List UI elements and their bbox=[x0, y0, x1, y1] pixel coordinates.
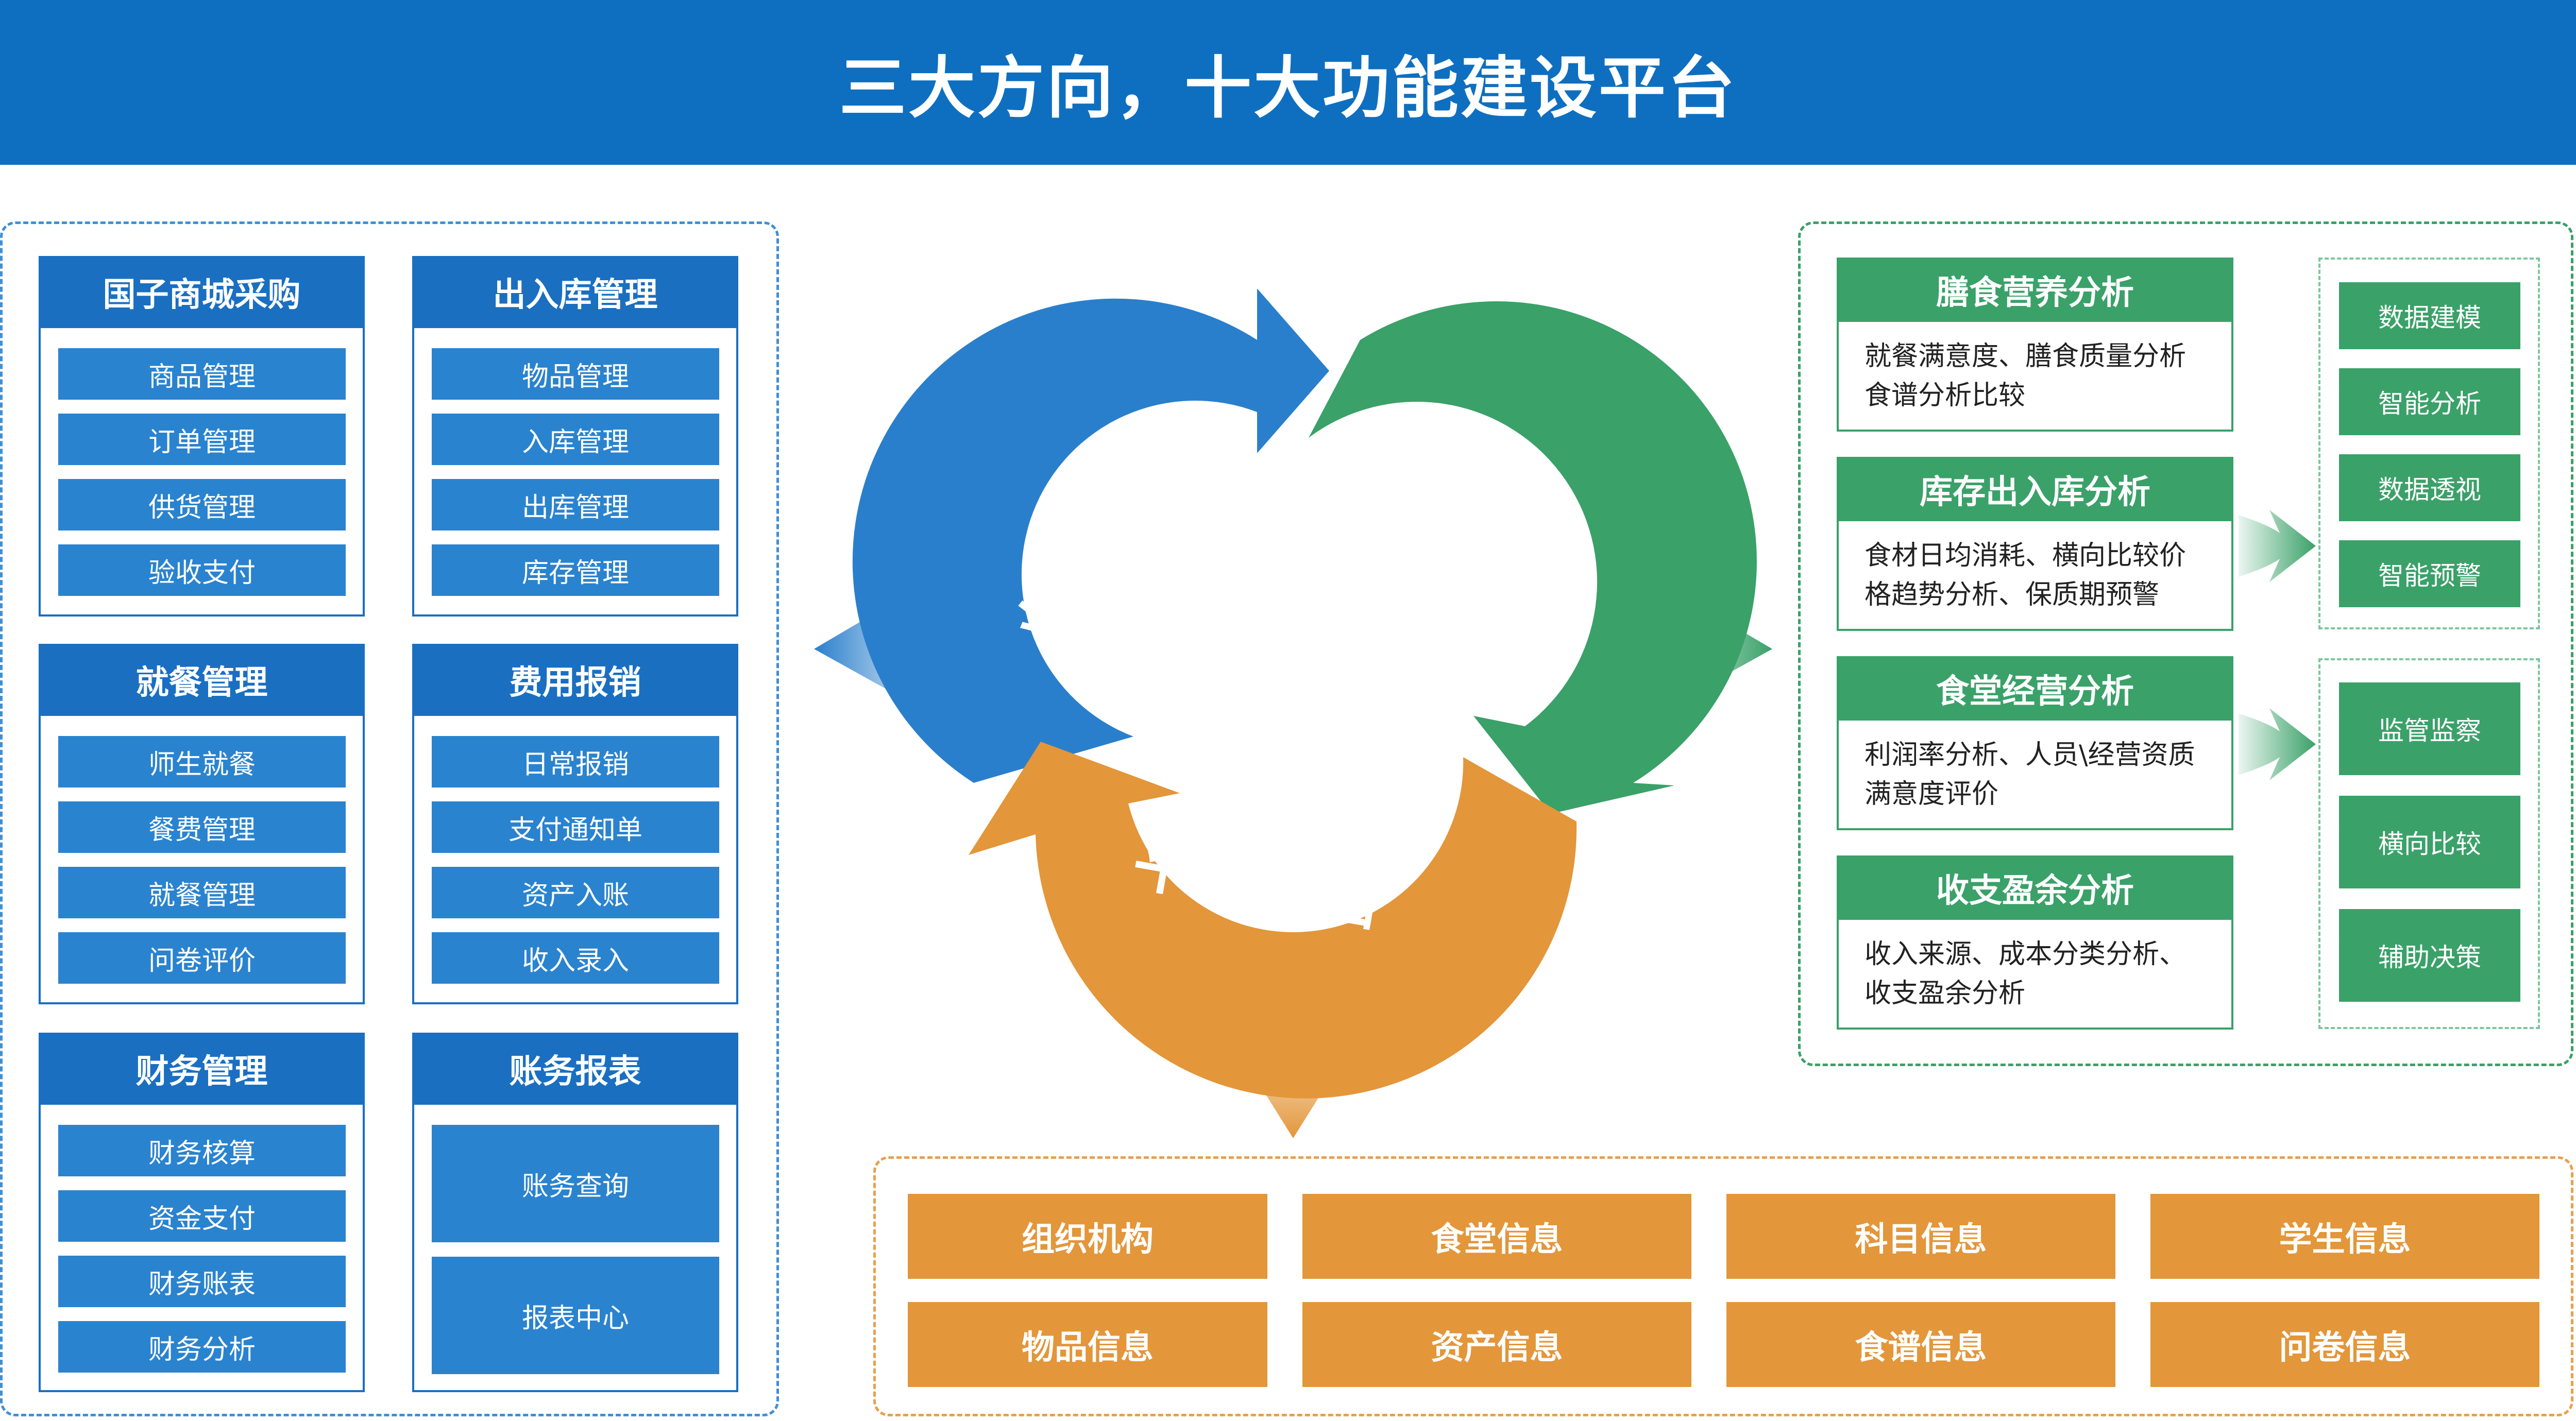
foundation-item[interactable]: 资产信息 bbox=[1302, 1302, 1691, 1387]
analysis-panel bbox=[1798, 221, 2573, 1066]
foundation-item[interactable]: 食堂信息 bbox=[1302, 1194, 1691, 1279]
decision-item[interactable]: 监管监察 bbox=[2339, 682, 2520, 775]
analysis-title: 膳食营养分析 bbox=[1837, 258, 2233, 322]
analysis-card: 库存出入库分析 食材日均消耗、横向比较价 格趋势分析、保质期预警 bbox=[1837, 457, 2233, 631]
module-finance: 财务管理 财务核算 资金支付 财务账表 财务分析 bbox=[39, 1033, 365, 1392]
module-title: 账务报表 bbox=[412, 1033, 738, 1105]
module-item[interactable]: 资产入账 bbox=[432, 867, 719, 918]
analysis-description: 食材日均消耗、横向比较价 格趋势分析、保质期预警 bbox=[1839, 536, 2235, 614]
analysis-line: 就餐满意度、膳食质量分析 bbox=[1865, 341, 2187, 372]
foundation-item[interactable]: 学生信息 bbox=[2150, 1194, 2539, 1279]
arrow-right-icon bbox=[2239, 510, 2316, 582]
analysis-card: 收支盈余分析 收入来源、成本分类分析、 收支盈余分析 bbox=[1837, 855, 2233, 1030]
module-warehouse: 出入库管理 物品管理 入库管理 出库管理 库存管理 bbox=[412, 256, 738, 617]
analysis-line: 利润率分析、人员\经营资质 bbox=[1865, 740, 2195, 771]
module-title: 财务管理 bbox=[39, 1033, 365, 1105]
analysis-line: 食材日均消耗、横向比较价 bbox=[1865, 540, 2187, 571]
cycle-segment-business bbox=[852, 288, 1329, 783]
module-item[interactable]: 供货管理 bbox=[58, 479, 346, 530]
module-item[interactable]: 师生就餐 bbox=[58, 736, 346, 787]
module-item[interactable]: 日常报销 bbox=[432, 736, 719, 787]
module-item[interactable]: 财务账表 bbox=[58, 1256, 346, 1307]
module-title: 费用报销 bbox=[412, 644, 738, 716]
foundation-item[interactable]: 组织机构 bbox=[908, 1194, 1267, 1279]
module-title: 就餐管理 bbox=[39, 644, 365, 716]
analysis-capabilities-frame bbox=[2318, 258, 2540, 629]
analysis-line: 收支盈余分析 bbox=[1865, 978, 2026, 1009]
module-item[interactable]: 验收支付 bbox=[58, 544, 346, 596]
analysis-card: 食堂经营分析 利润率分析、人员\经营资质 满意度评价 bbox=[1837, 656, 2233, 830]
module-item[interactable]: 收入录入 bbox=[432, 932, 719, 984]
decision-item[interactable]: 辅助决策 bbox=[2339, 909, 2520, 1002]
module-item[interactable]: 入库管理 bbox=[432, 414, 719, 465]
capability-item[interactable]: 智能预警 bbox=[2339, 540, 2520, 607]
analysis-card: 膳食营养分析 就餐满意度、膳食质量分析 食谱分析比较 bbox=[1837, 258, 2233, 432]
module-reimbursement: 费用报销 日常报销 支付通知单 资产入账 收入录入 bbox=[412, 644, 738, 1004]
module-item[interactable]: 订单管理 bbox=[58, 414, 346, 465]
analysis-line: 格趋势分析、保质期预警 bbox=[1865, 579, 2160, 610]
module-item[interactable]: 物品管理 bbox=[432, 348, 719, 400]
module-item[interactable]: 商品管理 bbox=[58, 348, 346, 400]
analysis-title: 库存出入库分析 bbox=[1837, 457, 2233, 521]
module-dining: 就餐管理 师生就餐 餐费管理 就餐管理 问卷评价 bbox=[39, 644, 365, 1004]
module-item[interactable]: 账务查询 bbox=[432, 1125, 719, 1242]
foundation-item[interactable]: 物品信息 bbox=[908, 1302, 1267, 1387]
module-item[interactable]: 库存管理 bbox=[432, 544, 719, 596]
analysis-title: 食堂经营分析 bbox=[1837, 656, 2233, 721]
module-item[interactable]: 就餐管理 bbox=[58, 867, 346, 918]
capability-item[interactable]: 智能分析 bbox=[2339, 368, 2520, 435]
decision-support-frame bbox=[2318, 658, 2540, 1029]
foundation-item[interactable]: 科目信息 bbox=[1726, 1194, 2115, 1279]
analysis-description: 收入来源、成本分类分析、 收支盈余分析 bbox=[1839, 935, 2235, 1013]
capability-item[interactable]: 数据透视 bbox=[2339, 454, 2520, 521]
analysis-line: 收入来源、成本分类分析、 bbox=[1865, 939, 2187, 970]
module-title: 出入库管理 bbox=[412, 256, 738, 328]
module-accounting-reports: 账务报表 账务查询 报表中心 bbox=[412, 1033, 738, 1392]
analysis-description: 就餐满意度、膳食质量分析 食谱分析比较 bbox=[1839, 337, 2235, 415]
foundation-panel bbox=[873, 1156, 2573, 1416]
module-item[interactable]: 报表中心 bbox=[432, 1257, 719, 1374]
header-bar bbox=[0, 0, 2576, 165]
module-item[interactable]: 餐费管理 bbox=[58, 801, 346, 853]
module-item[interactable]: 资金支付 bbox=[58, 1190, 346, 1242]
cycle-segment-platform bbox=[969, 742, 1577, 1099]
business-modules-panel bbox=[0, 221, 779, 1416]
module-item[interactable]: 支付通知单 bbox=[432, 801, 719, 853]
capability-item[interactable]: 数据建模 bbox=[2339, 282, 2520, 349]
module-item[interactable]: 问卷评价 bbox=[58, 932, 346, 984]
analysis-title: 收支盈余分析 bbox=[1837, 855, 2233, 920]
module-item[interactable]: 出库管理 bbox=[432, 479, 719, 530]
module-item[interactable]: 财务核算 bbox=[58, 1125, 346, 1176]
analysis-description: 利润率分析、人员\经营资质 满意度评价 bbox=[1839, 735, 2235, 814]
foundation-item[interactable]: 问卷信息 bbox=[2150, 1302, 2539, 1387]
module-mall-purchase: 国子商城采购 商品管理 订单管理 供货管理 验收支付 bbox=[39, 256, 365, 617]
analysis-line: 满意度评价 bbox=[1865, 779, 1999, 810]
foundation-item[interactable]: 食谱信息 bbox=[1726, 1302, 2115, 1387]
cycle-segment-information bbox=[1309, 301, 1757, 814]
module-item[interactable]: 财务分析 bbox=[58, 1321, 346, 1373]
cycle-diagram: 业务办理 信息利用 平台基础 bbox=[814, 288, 1772, 1138]
module-title: 国子商城采购 bbox=[39, 256, 365, 328]
decision-item[interactable]: 横向比较 bbox=[2339, 796, 2520, 888]
arrow-right-icon bbox=[2239, 708, 2316, 780]
analysis-line: 食谱分析比较 bbox=[1865, 380, 2026, 411]
page-title: 三大方向，十大功能建设平台 bbox=[839, 49, 1737, 127]
